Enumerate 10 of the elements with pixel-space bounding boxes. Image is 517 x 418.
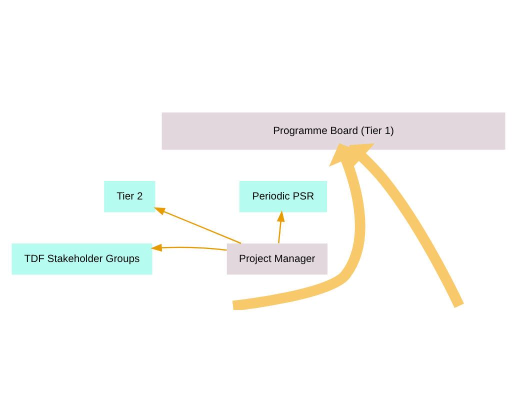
node-box: Project Manager xyxy=(226,242,328,274)
arrow xyxy=(150,243,227,252)
arrow xyxy=(232,142,375,310)
node-box: Periodic PSR xyxy=(239,180,328,212)
node-box: Programme Board (Tier 1) xyxy=(162,112,506,150)
node-box: Tier 2 xyxy=(104,180,156,212)
arrow xyxy=(276,210,285,243)
node-box: TDF Stakeholder Groups xyxy=(12,242,152,274)
arrow xyxy=(154,206,242,244)
arrow xyxy=(328,142,464,308)
